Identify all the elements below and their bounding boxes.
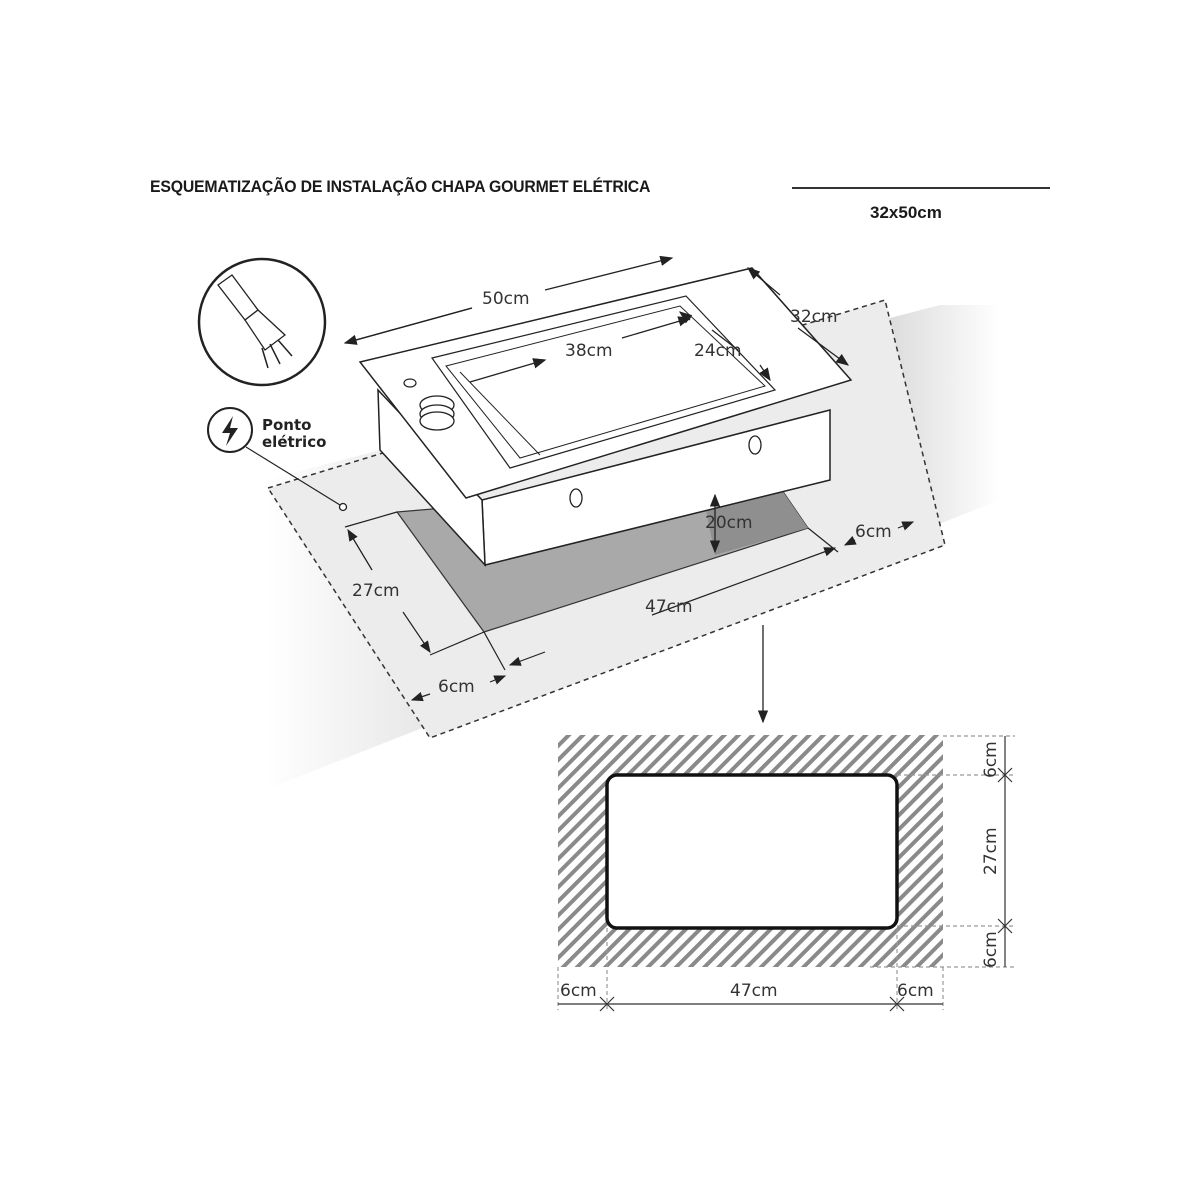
dim-depth-32: 32cm [790, 307, 838, 327]
plan-margin-left-6: 6cm [560, 981, 597, 1001]
electric-point-leader [245, 446, 341, 506]
title-rule [792, 187, 1050, 189]
plan-view [557, 735, 1015, 1012]
dim-plate-38: 38cm [565, 341, 613, 361]
plug-icon [197, 257, 327, 387]
dim-height-20: 20cm [705, 513, 753, 533]
appliance-dimensions [343, 255, 850, 554]
electric-point-marker [338, 502, 348, 512]
dim-width-50: 50cm [482, 289, 530, 309]
dim-cutout-width-47: 47cm [645, 597, 693, 617]
dim-margin-left-6: 6cm [438, 677, 475, 697]
plan-margin-bottom-6: 6cm [981, 931, 1001, 968]
indicator-light-icon [403, 378, 417, 388]
page-title: ESQUEMATIZAÇÃO DE INSTALAÇÃO CHAPA GOURM… [150, 177, 651, 196]
dim-plate-24: 24cm [694, 341, 742, 361]
electric-point-label-2: elétrico [262, 433, 326, 451]
plan-depth-27: 27cm [981, 827, 1001, 875]
plan-margin-right-6: 6cm [897, 981, 934, 1001]
electric-point-label-1: Ponto [262, 416, 311, 434]
lightning-icon [207, 407, 253, 453]
appliance [358, 267, 853, 568]
dim-margin-right-6: 6cm [855, 522, 892, 542]
dim-cutout-depth-27: 27cm [352, 581, 400, 601]
cutout-iso-dimensions [344, 511, 915, 702]
plan-width-47: 47cm [730, 981, 778, 1001]
plan-margin-top-6: 6cm [981, 741, 1001, 778]
size-label: 32x50cm [870, 203, 942, 222]
